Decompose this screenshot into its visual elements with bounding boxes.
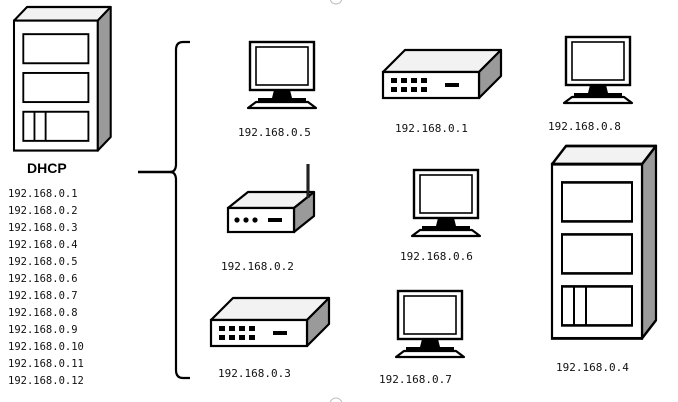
pool-address: 192.168.0.5 <box>8 256 78 268</box>
network-brace <box>168 40 190 380</box>
switch-icon <box>209 296 331 348</box>
pool-address: 192.168.0.9 <box>8 324 78 336</box>
device-address: 192.168.0.3 <box>218 367 291 380</box>
device-address: 192.168.0.1 <box>395 122 468 135</box>
pool-address: 192.168.0.6 <box>8 273 78 285</box>
pool-address: 192.168.0.3 <box>8 222 78 234</box>
device-address: 192.168.0.2 <box>221 260 294 273</box>
pool-address: 192.168.0.4 <box>8 239 78 251</box>
device-address: 192.168.0.5 <box>238 126 311 139</box>
wireless-router-icon <box>226 162 316 234</box>
pool-address: 192.168.0.8 <box>8 307 78 319</box>
device-address: 192.168.0.6 <box>400 250 473 263</box>
pool-address: 192.168.0.11 <box>8 358 84 370</box>
computer-icon <box>394 289 466 359</box>
pool-address: 192.168.0.10 <box>8 341 84 353</box>
computer-icon <box>562 35 634 105</box>
dhcp-label: DHCP <box>27 160 67 176</box>
switch-icon <box>381 48 503 100</box>
computer-icon <box>410 168 482 238</box>
dhcp-address-pool: 192.168.0.1 192.168.0.2 192.168.0.3 192.… <box>8 188 84 387</box>
computer-icon <box>246 40 318 110</box>
dhcp-server-icon <box>12 5 112 152</box>
server-tower-icon <box>550 144 658 340</box>
device-address: 192.168.0.4 <box>556 361 629 374</box>
pool-address: 192.168.0.7 <box>8 290 78 302</box>
device-address: 192.168.0.8 <box>548 120 621 133</box>
pool-address: 192.168.0.1 <box>8 188 78 200</box>
top-connector-mark <box>329 0 343 5</box>
pool-address: 192.168.0.12 <box>8 375 84 387</box>
device-address: 192.168.0.7 <box>379 373 452 386</box>
bottom-connector-mark <box>329 397 343 402</box>
pool-address: 192.168.0.2 <box>8 205 78 217</box>
